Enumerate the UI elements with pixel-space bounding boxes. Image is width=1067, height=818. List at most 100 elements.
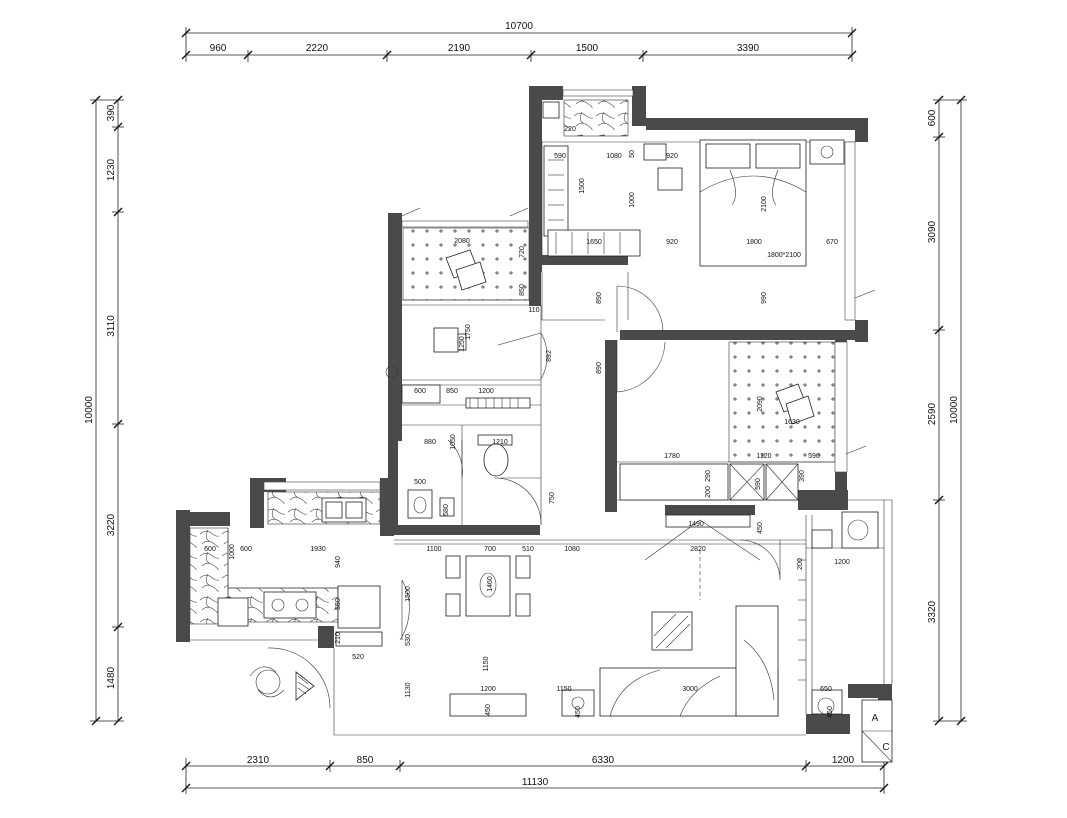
- dimension-label: 920: [666, 239, 678, 246]
- top-total-dim: 10700: [505, 21, 533, 32]
- right-dim-2: 3090: [927, 220, 938, 243]
- dimension-label: 1500: [579, 178, 586, 194]
- dimension-label: 1000: [629, 192, 636, 208]
- dimension-label: 1080: [606, 153, 622, 160]
- left-total-dim: 10000: [84, 396, 95, 424]
- dimension-label: 720: [519, 246, 526, 258]
- dimension-label: 1250: [459, 336, 466, 352]
- dimension-label: 3000: [682, 686, 698, 693]
- dimension-label: 600: [414, 388, 426, 395]
- right-dim-4: 3320: [927, 600, 938, 623]
- right-total-dim: 10000: [949, 396, 960, 424]
- right-dim-3: 2590: [927, 402, 938, 425]
- dimension-label: 450: [757, 522, 764, 534]
- bottom-dim-3: 6330: [592, 755, 615, 766]
- dimension-label: 1150: [556, 686, 571, 693]
- dimension-label: 500: [414, 479, 426, 486]
- dimension-label: 590: [554, 153, 566, 160]
- dimension-label: 850: [446, 388, 458, 395]
- dimension-label: 940: [335, 556, 342, 568]
- dimension-label: 450: [575, 706, 582, 718]
- dimension-label: 510: [522, 546, 534, 553]
- dimension-label: 1650: [586, 239, 602, 246]
- dimension-label: 50: [629, 150, 636, 158]
- ac-label-a: A: [872, 713, 879, 724]
- dimension-label: 530: [405, 634, 412, 646]
- bottom-dim-2: 850: [357, 755, 374, 766]
- top-dim-3: 2190: [448, 43, 471, 54]
- dimension-label: 1000: [229, 544, 236, 560]
- dining-table: [465, 555, 511, 617]
- dimension-label: 1080: [564, 546, 580, 553]
- dimension-label: 850: [519, 284, 526, 296]
- dimension-label: 1630: [784, 419, 800, 426]
- dimension-label: 1210: [492, 439, 508, 446]
- dimension-label: 1200: [834, 559, 850, 566]
- dimension-label: 1750: [465, 324, 472, 340]
- dimension-label: 590: [808, 453, 820, 460]
- bottom-total-dim: 11130: [522, 777, 549, 788]
- dimension-label: 1120: [756, 453, 771, 460]
- dimension-label: 2090: [757, 396, 764, 412]
- dimension-label: 390: [799, 470, 806, 482]
- right-dim-1: 600: [927, 109, 938, 126]
- dimension-label: 1200: [480, 686, 496, 693]
- dimension-label: 1150: [483, 656, 490, 671]
- dimension-label: 2080: [454, 238, 470, 245]
- dimension-label: 200: [705, 486, 712, 498]
- dimension-label: 2100: [761, 196, 768, 212]
- top-balcony-stone: [563, 99, 629, 137]
- dimension-label: 590: [755, 478, 762, 490]
- dimension-label: 580: [443, 504, 450, 516]
- dimension-label: 1490: [688, 521, 704, 528]
- bottom-dim-1: 2310: [247, 755, 270, 766]
- dimension-label: 1200: [478, 388, 494, 395]
- dimension-label: 520: [352, 654, 364, 661]
- dimension-label: 110: [528, 307, 539, 314]
- dimension-label: 1800: [746, 239, 762, 246]
- dimension-label: 1050: [450, 434, 457, 450]
- dimension-label: 920: [666, 153, 678, 160]
- dimension-label: 880: [424, 439, 436, 446]
- interior-dimensions: 590 1080 50 920 1500 1000 920 1800 670 2…: [204, 126, 850, 718]
- doors: [267, 285, 781, 709]
- windows: [263, 89, 876, 491]
- dimension-label: 1460: [487, 576, 494, 592]
- ac-label-c: C: [882, 742, 889, 753]
- ac-box: A C: [861, 699, 893, 763]
- bottom-dimension-chain: 2310 850 6330 1200 11130: [181, 755, 889, 794]
- dimension-label: 600: [204, 546, 216, 553]
- dimension-label: 990: [761, 292, 768, 304]
- dimension-label: 450: [827, 706, 834, 718]
- tv-cabinet: [449, 693, 527, 717]
- dimension-label: 750: [549, 492, 556, 504]
- dimension-label: 220: [564, 126, 576, 133]
- dimension-label: 210: [335, 632, 342, 644]
- dimension-label: 600: [240, 546, 252, 553]
- bottom-dim-4: 1200: [832, 755, 855, 766]
- dimension-label: 1100: [426, 546, 441, 553]
- dimension-label: 1500: [405, 586, 412, 602]
- left-dimension-chain: 10000 390 1230 3110 3220 1480: [84, 95, 124, 726]
- left-dim-4: 3220: [106, 513, 117, 536]
- dimension-label: 1130: [405, 682, 412, 697]
- furniture: [217, 101, 879, 717]
- dimension-label: 200: [797, 558, 804, 570]
- right-dimension-chain: 600 3090 2590 3320 10000: [927, 95, 967, 726]
- top-dim-4: 1500: [576, 43, 599, 54]
- dimension-label: 550: [335, 598, 342, 610]
- dimension-label: 450: [485, 704, 492, 716]
- dimension-label: 890: [596, 292, 603, 304]
- dimension-label: 1780: [664, 453, 680, 460]
- top-dim-5: 3390: [737, 43, 760, 54]
- top-dim-1: 960: [210, 43, 227, 54]
- left-dim-1: 390: [106, 104, 117, 121]
- dimension-label: 2820: [690, 546, 706, 553]
- dimension-label: 1930: [310, 546, 326, 553]
- dimension-label: 670: [826, 239, 838, 246]
- dimension-label: 700: [484, 546, 496, 553]
- top-dim-2: 2220: [306, 43, 329, 54]
- dimension-label: 290: [705, 470, 712, 482]
- left-dim-5: 1480: [106, 666, 117, 689]
- dimension-label: 892: [546, 350, 553, 362]
